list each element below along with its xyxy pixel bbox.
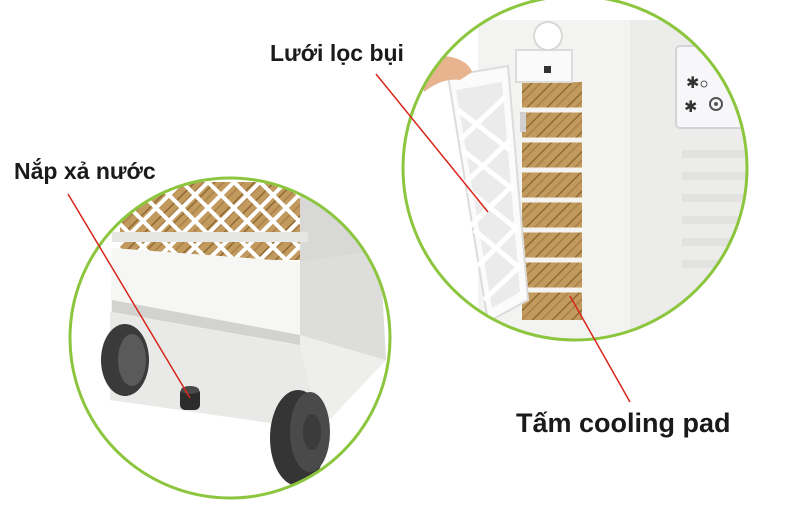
dust-filter-panel [446,64,530,324]
cooling-pad-label: Tấm cooling pad [516,408,731,438]
drain-cap-detail-view [68,176,392,500]
control-panel: ✱ ✱ [675,45,747,129]
drain-cap-leader-line [67,193,191,399]
dust-filter-label: Lưới lọc bụi [270,40,404,66]
right-detail-circle-border [401,0,749,342]
front-left-wheel [101,324,149,396]
left-detail-circle-border [68,176,392,500]
drain-cap-label: Nắp xả nước [14,158,156,184]
cooling-pad-leader-line [569,295,631,403]
dust-filter-leader-line [375,73,489,213]
svg-text:✱: ✱ [686,73,699,92]
filter-detail-view: ✱ ✱ [401,0,749,342]
svg-text:✱: ✱ [684,97,697,116]
cooling-pad [522,82,590,320]
air-louvres [682,150,747,268]
drain-cap [180,386,200,410]
front-right-wheel [270,390,330,486]
